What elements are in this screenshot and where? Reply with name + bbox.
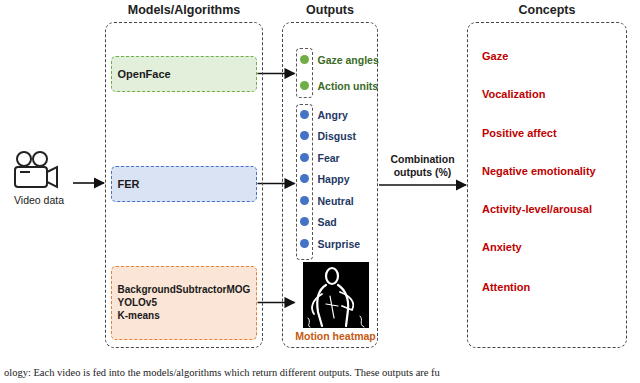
- video-camera-icon: [15, 152, 57, 187]
- process-label: OpenFace: [118, 67, 250, 81]
- arrow-connector: [258, 73, 295, 75]
- output-dot: [300, 131, 309, 140]
- heatmap-figure: [308, 268, 364, 327]
- concept-label: Negative emotionality: [482, 164, 596, 178]
- output-dot: [300, 196, 309, 205]
- heatmap-head: [326, 268, 338, 284]
- concept-label: Gaze: [482, 49, 508, 63]
- motion-heatmap-image: [303, 262, 369, 328]
- node-heat: Motion heatmap: [296, 262, 376, 346]
- process-label: YOLOv5: [118, 296, 250, 309]
- node-video: Video data: [6, 150, 72, 216]
- output-label: Angry: [318, 108, 348, 122]
- output-label: Fear: [318, 151, 340, 165]
- process-label: K-means: [118, 309, 250, 322]
- node-box: FER: [111, 166, 257, 202]
- node-panel: Models/AlgorithmsOpenFaceFERBackgroundSu…: [105, 22, 263, 348]
- edge-label: Combination outputs (%): [381, 153, 465, 179]
- concept-label: Activity-level/arousal: [482, 202, 592, 216]
- node-concepts: ConceptsGazeVocalizationPositive affectN…: [467, 22, 627, 348]
- output-dot: [300, 174, 309, 183]
- panel-heading: Concepts: [438, 3, 640, 18]
- output-row: Fear: [296, 151, 376, 165]
- node-box: OpenFace: [111, 56, 257, 92]
- output-row: Angry: [296, 108, 376, 122]
- camera-lens: [47, 167, 57, 187]
- heatmap-body: [317, 285, 326, 326]
- node-box: BackgroundSubtractorMOGYOLOv5K-means: [111, 266, 257, 340]
- output-dot: [300, 81, 309, 90]
- arrow-connector: [73, 182, 104, 184]
- arrow-connector: [258, 302, 295, 304]
- camera-detail: [20, 171, 30, 173]
- output-dot: [300, 110, 309, 119]
- output-row: Gaze angles: [296, 53, 376, 67]
- camera-body: [15, 167, 47, 187]
- node-panel: OutputsGaze anglesAction unitsAngryDisgu…: [282, 22, 378, 348]
- process-label: FER: [118, 177, 250, 191]
- panel-heading: Models/Algorithms: [76, 3, 292, 18]
- camera-reel: [17, 152, 31, 166]
- concept-label: Attention: [482, 280, 530, 294]
- output-row: Action units: [296, 79, 376, 93]
- output-label: Gaze angles: [318, 53, 379, 67]
- output-row: Surprise: [296, 237, 376, 251]
- output-label: Action units: [318, 79, 379, 93]
- output-row: Neutral: [296, 194, 376, 208]
- output-dot: [300, 239, 309, 248]
- heatmap-arm: [340, 292, 353, 310]
- output-label: Neutral: [318, 194, 354, 208]
- panel-heading: Outputs: [253, 3, 407, 18]
- arrow-connector: [258, 183, 295, 185]
- figure-caption: ology: Each video is fed into the models…: [4, 366, 440, 379]
- output-label: Sad: [318, 215, 337, 229]
- concept-label: Anxiety: [482, 240, 522, 254]
- output-row: Disgust: [296, 129, 376, 143]
- heatmap-detail: [326, 296, 338, 318]
- output-row: Happy: [296, 172, 376, 186]
- concept-label: Vocalization: [482, 87, 545, 101]
- output-label: Disgust: [318, 129, 357, 143]
- heatmap-label: Motion heatmap: [290, 330, 382, 343]
- arrow-connector: [379, 184, 466, 186]
- output-label: Happy: [318, 172, 350, 186]
- node-list: AngryDisgustFearHappyNeutralSadSurprise: [296, 104, 376, 260]
- output-dot: [300, 55, 309, 64]
- output-row: Sad: [296, 215, 376, 229]
- camera-reel: [33, 152, 47, 166]
- node-list: Gaze anglesAction units: [296, 48, 376, 98]
- output-dot: [300, 217, 309, 226]
- output-dot: [300, 153, 309, 162]
- process-label: BackgroundSubtractorMOG: [118, 283, 250, 296]
- concept-label: Positive affect: [482, 126, 557, 140]
- video-label: Video data: [6, 194, 72, 207]
- output-label: Surprise: [318, 237, 361, 251]
- heatmap-noise: [308, 316, 364, 327]
- heatmap-arm: [312, 294, 322, 314]
- heatmap-ground: [303, 262, 369, 328]
